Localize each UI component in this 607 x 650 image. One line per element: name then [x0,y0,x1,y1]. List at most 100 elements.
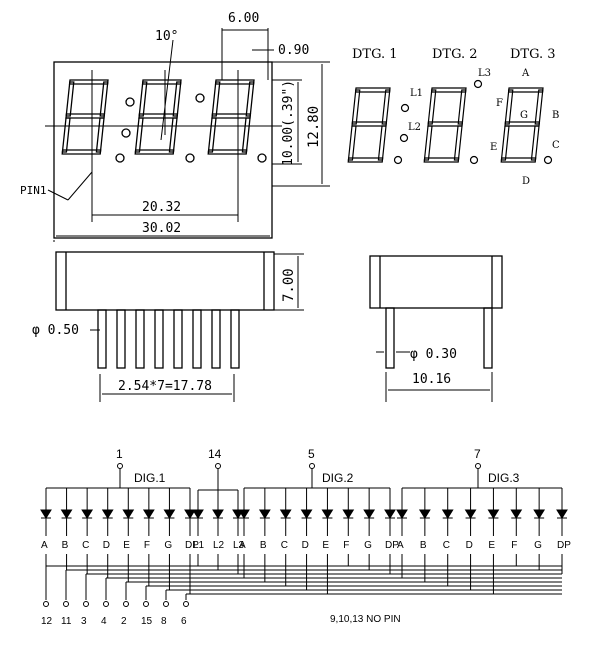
dim-body-width: 30.02 [142,221,181,236]
dig3-label: DIG.3 [488,471,520,485]
pin-marker [103,601,109,607]
legend-dtg1: DTG. 1 [352,47,398,62]
dim-pin-pitch: 2.54*7=17.78 [118,379,212,394]
segment-label: D [103,540,110,551]
diode [363,488,376,536]
legend-l3: L3 [478,68,491,79]
segment-label: A [41,540,48,551]
diode [258,488,271,536]
front-view [45,28,330,242]
dig1-label: DIG.1 [134,471,166,485]
pin-marker [183,601,189,607]
segment-label: DP [557,540,571,551]
legend-seg-a: A [521,68,530,79]
segment-label: G [534,540,542,551]
diode [321,488,334,536]
segment-label: C [443,540,450,551]
bottom-pin-label: 8 [161,616,167,627]
diode [60,488,73,536]
diode [300,488,313,536]
segment-label: B [62,540,69,551]
segment-label: F [343,540,349,551]
pin-lead [192,309,202,369]
pin-lead [116,309,126,369]
segment-label: E [123,540,130,551]
segment-label: D [466,540,473,551]
segment-label: B [260,540,267,551]
dim-pin-diameter: φ 0.50 [32,323,79,338]
segment-label: L3 [233,540,245,551]
diode [212,490,224,536]
front-digit-3 [207,79,255,155]
diode [418,488,431,536]
diode [441,488,454,536]
front-digit-1 [61,79,109,155]
diode [279,488,292,536]
legend-seg-e: E [490,142,497,153]
pin-lead [97,309,107,369]
pin-lead [154,309,164,369]
segment-label: C [281,540,288,551]
diode [163,488,176,536]
common-pin-1: 1 [116,447,123,461]
segment-label: DP [185,540,199,551]
pin-lead [230,309,240,369]
pin-marker [123,601,129,607]
diode-column [40,488,568,536]
dim-digit-height: 10.00(.39") [281,80,296,166]
side-view-pins [97,309,240,369]
diode [101,488,114,536]
bottom-pin-label: 2 [121,616,127,627]
pin-marker [163,601,169,607]
segment-label: F [144,540,150,551]
segment-label: E [322,540,329,551]
pin-lead [135,309,145,369]
segment-label: D [302,540,309,551]
diode [384,488,396,536]
diode [464,488,477,536]
bottom-pin-label: 11 [61,616,72,627]
diode [142,488,155,536]
legend-dtg3: DTG. 3 [510,47,556,62]
diode [533,488,546,536]
dim-segment-gap: 0.90 [278,43,309,58]
pin1-label: PIN1 [20,184,47,197]
dim-pin-diameter-side: φ 0.30 [410,347,457,362]
common-pin-14: 14 [208,447,222,461]
diode [238,488,250,536]
common-pin-7: 7 [474,447,481,461]
dim-pin-span: 20.32 [142,200,181,215]
segment-label: C [82,540,89,551]
diode [487,488,500,536]
segment-label: E [488,540,495,551]
diode [396,488,408,536]
diode [122,488,135,536]
legend-seg-g: G [520,110,528,121]
diode [40,488,52,536]
diode [510,488,523,536]
side-view-left [55,251,304,402]
common-pin-marker [309,463,315,469]
pin-marker [63,601,69,607]
segment-label: G [164,540,172,551]
dim-body-height: 12.80 [306,106,322,148]
diode [81,488,94,536]
wire-buses [43,554,563,607]
dig2-label: DIG.2 [322,471,354,485]
segment-label: G [364,540,372,551]
segment-label: L2 [213,540,225,551]
legend-seg-d: D [522,176,530,187]
pin-lead [211,309,221,369]
segment-label: F [511,540,517,551]
segment-legend-view [347,79,553,165]
schematic [40,463,568,607]
segment-label: B [420,540,427,551]
legend-seg-b: B [552,110,559,121]
legend-seg-c: C [552,140,560,151]
segment-label: A [239,540,246,551]
pin-lead [173,309,183,369]
